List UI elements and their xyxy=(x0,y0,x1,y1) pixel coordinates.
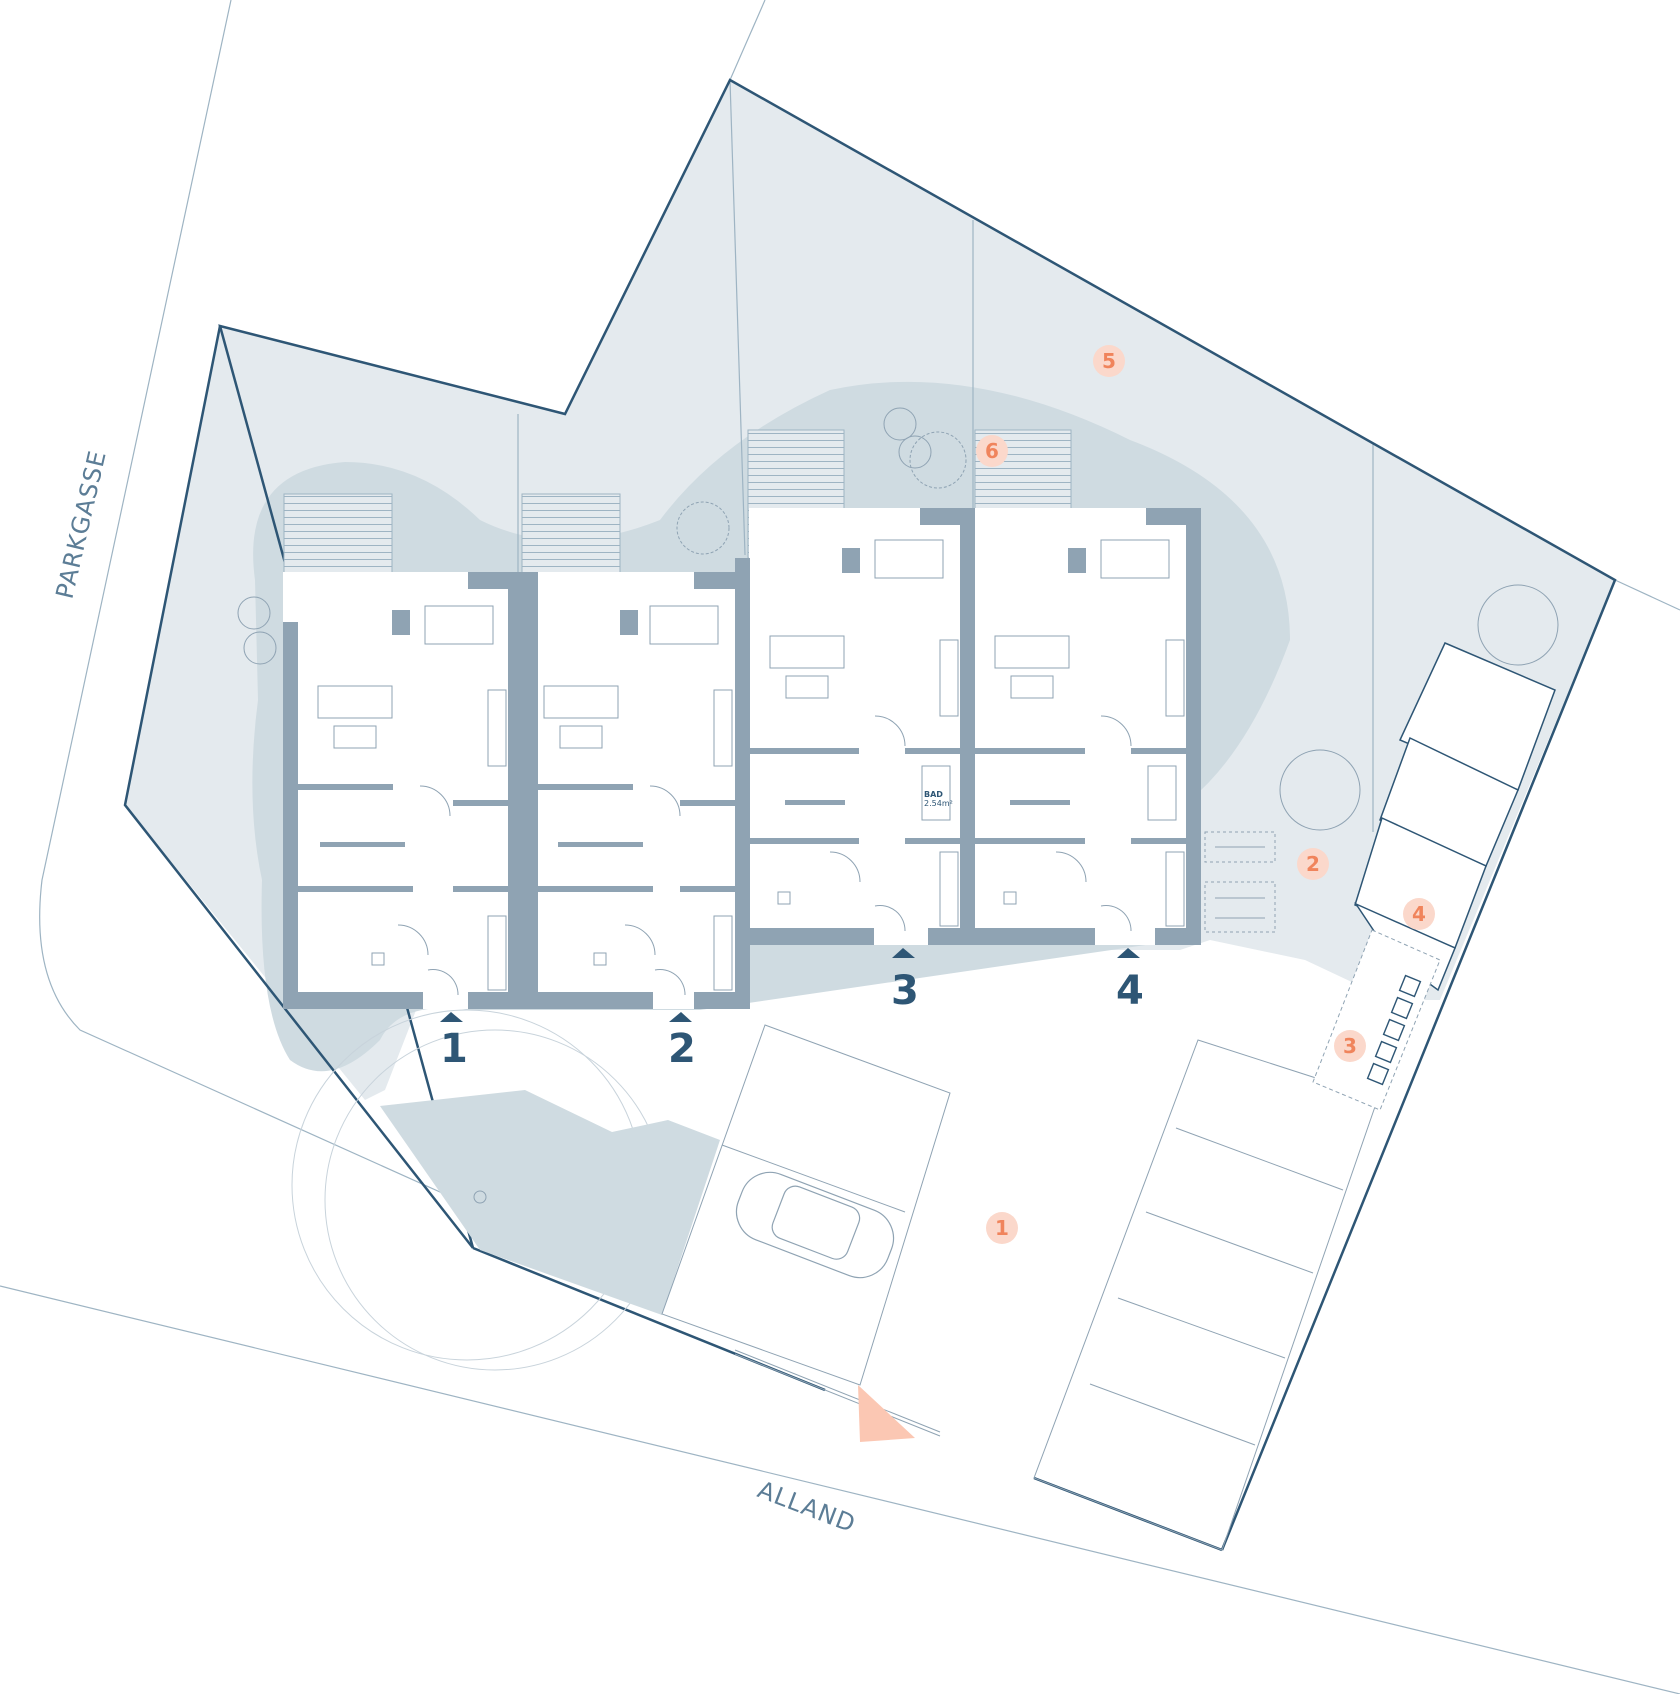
entrance-marker-2: 2 xyxy=(668,1012,696,1072)
entrance-arrow-icon xyxy=(892,948,915,958)
car-icon xyxy=(735,1171,895,1279)
marker-number: 4 xyxy=(1412,902,1426,926)
bathroom-name: BAD xyxy=(924,790,943,799)
marker-number: 1 xyxy=(995,1216,1009,1240)
road-markings xyxy=(734,1349,941,1437)
tree-icon xyxy=(1477,584,1559,666)
street-name-alland: ALLAND xyxy=(754,1475,860,1538)
entrance-number: 4 xyxy=(1116,968,1144,1014)
waste-bins xyxy=(1312,929,1441,1111)
entrance-number: 3 xyxy=(891,968,919,1014)
tree-icon xyxy=(676,501,730,555)
marker-6: 6 xyxy=(976,435,1008,467)
house-1 xyxy=(283,572,523,1009)
marker-2: 2 xyxy=(1297,848,1329,880)
access-arrow-icon xyxy=(858,1385,915,1442)
entrance-marker-1: 1 xyxy=(440,1012,468,1072)
tree-icon xyxy=(237,596,271,630)
marker-4: 4 xyxy=(1403,898,1435,930)
marker-number: 5 xyxy=(1102,349,1116,373)
tree-icon xyxy=(243,631,277,665)
parking-spaces xyxy=(661,1024,1379,1551)
house-4 xyxy=(960,508,1201,945)
front-yard-1 xyxy=(380,1090,720,1315)
marker-number: 3 xyxy=(1343,1034,1357,1058)
house-2 xyxy=(523,572,750,1009)
tree-icon xyxy=(883,407,917,441)
entrance-arrow-icon xyxy=(1117,948,1140,958)
tree-icon xyxy=(898,435,932,469)
marker-1: 1 xyxy=(986,1212,1018,1244)
marker-number: 6 xyxy=(985,439,999,463)
marker-number: 2 xyxy=(1306,852,1320,876)
entrance-number: 1 xyxy=(440,1026,468,1072)
entrance-arrow-icon xyxy=(440,1012,463,1022)
entrance-marker-4: 4 xyxy=(1116,948,1144,1014)
house-3: BAD 2.54m² xyxy=(735,508,975,945)
street-name-parkgasse: PARKGASSE xyxy=(51,448,112,602)
marker-3: 3 xyxy=(1334,1030,1366,1062)
bike-racks xyxy=(1204,831,1276,933)
lot-dividers xyxy=(517,79,1374,832)
entrance-marker-3: 3 xyxy=(891,948,919,1014)
tree-icon xyxy=(1279,749,1361,831)
bathroom-area: 2.54m² xyxy=(924,799,953,808)
tree-icon xyxy=(909,431,967,489)
marker-5: 5 xyxy=(1093,345,1125,377)
entrance-number: 2 xyxy=(668,1026,696,1072)
tree-trunk-icon xyxy=(473,1190,487,1204)
trees xyxy=(237,407,1559,831)
entrance-arrow-icon xyxy=(669,1012,692,1022)
